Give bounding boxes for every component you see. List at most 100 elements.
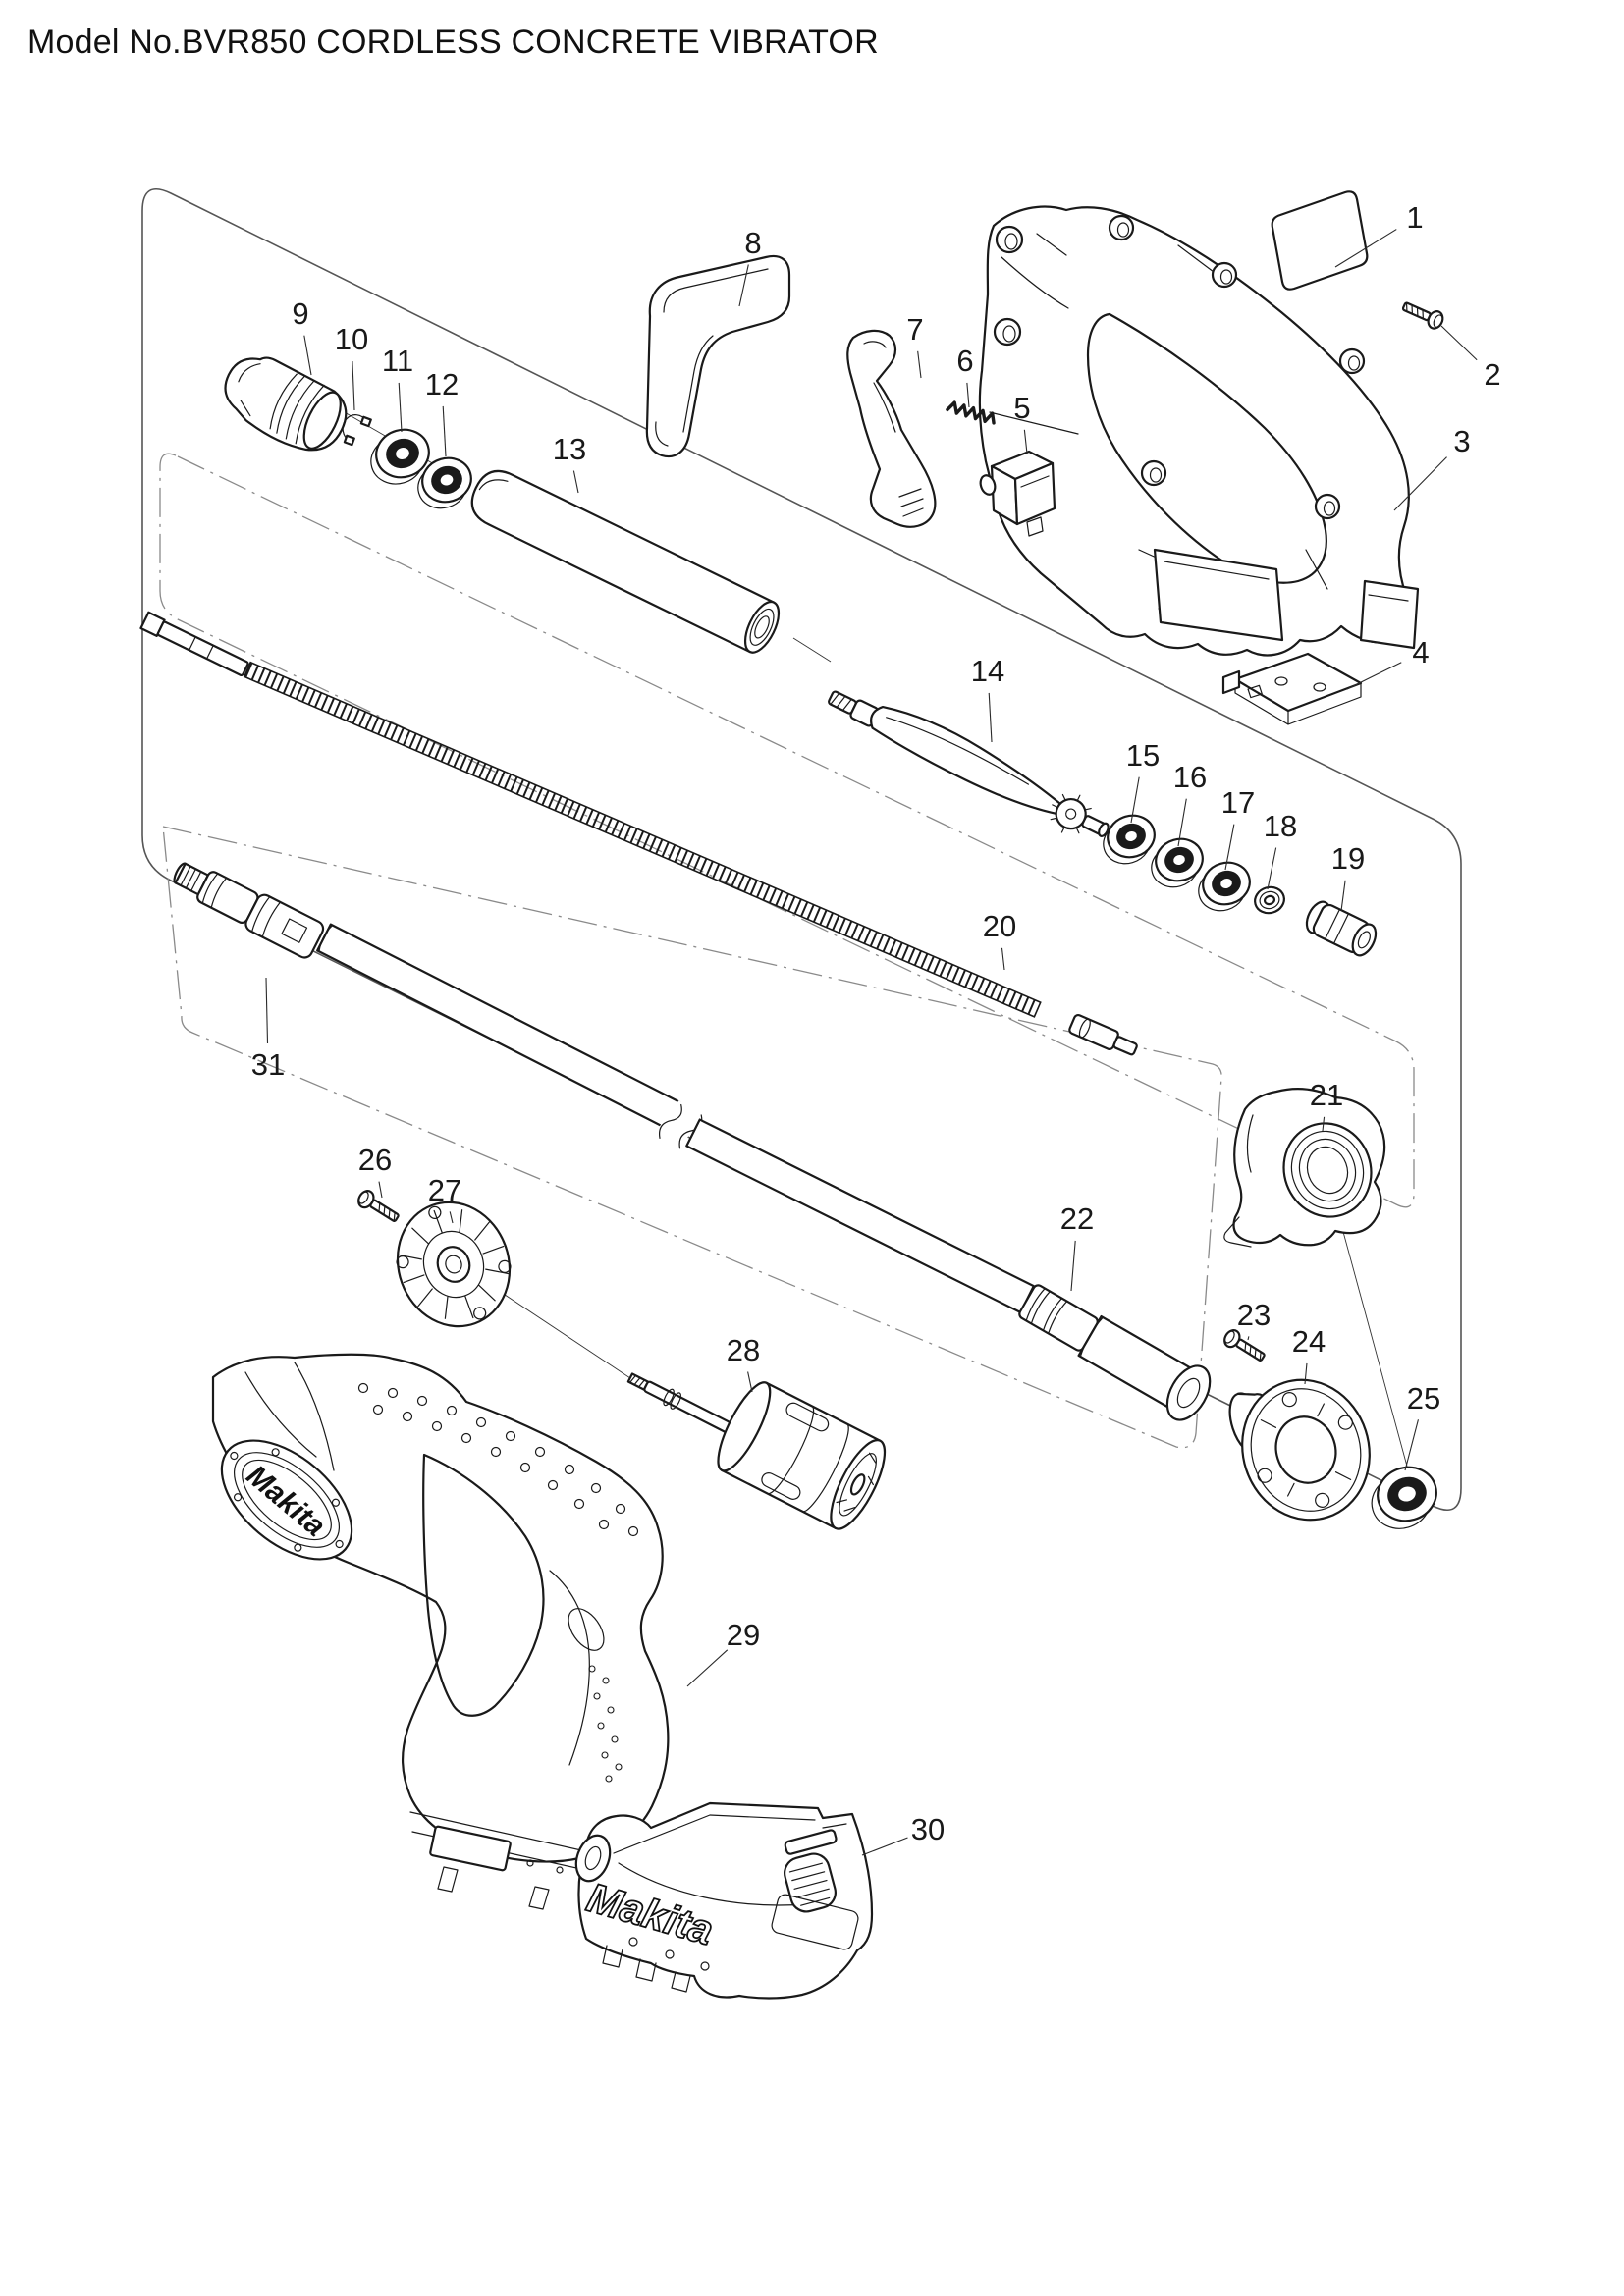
part-number-label: 13 <box>553 432 586 466</box>
part-number-labels: 1234567891011121314151617181920212223242… <box>251 200 1501 1856</box>
part-13-pipe <box>470 469 781 654</box>
part-27-fan-flange <box>396 1201 512 1328</box>
inner-shaft-subassembly-box <box>159 453 1415 1208</box>
leader-line-10 <box>352 360 355 411</box>
grip-speckles <box>588 1665 623 1783</box>
part-number-label: 25 <box>1407 1381 1440 1415</box>
handle-badge: Makita <box>220 1439 353 1561</box>
part-number-label: 16 <box>1173 760 1207 794</box>
part-20-flexible-shaft <box>139 611 1138 1056</box>
leader-line-28 <box>747 1371 753 1393</box>
leader-line-12 <box>442 405 447 457</box>
leader-line-11 <box>398 382 403 433</box>
part-number-label: 10 <box>335 322 368 356</box>
part-7-trigger-lever <box>846 329 937 528</box>
leader-line-8 <box>738 264 749 307</box>
leader-line-30 <box>861 1837 908 1856</box>
leader-line-15 <box>1130 776 1140 824</box>
part-number-label: 17 <box>1221 785 1255 820</box>
leader-line-20 <box>1001 947 1005 971</box>
leader-line-17 <box>1224 824 1235 871</box>
leader-line-7 <box>917 350 922 379</box>
part-4-controller-plate <box>1221 652 1363 725</box>
part-25-bearing <box>1371 1466 1437 1529</box>
part-17-bearing <box>1198 861 1251 912</box>
leader-line-5 <box>1023 429 1028 454</box>
part-22-pipe <box>1018 1284 1212 1421</box>
leader-line-4 <box>1346 662 1402 690</box>
leader-line-1 <box>1334 229 1397 268</box>
part-30-battery-cover: Makita <box>574 1801 874 2000</box>
part-16-bearing <box>1151 837 1204 888</box>
outer-pipe-subassembly-box <box>162 826 1222 1449</box>
leader-line-18 <box>1267 847 1277 890</box>
part-number-label: 30 <box>911 1812 945 1846</box>
part-number-label: 24 <box>1292 1324 1326 1359</box>
part-number-label: 7 <box>906 312 923 347</box>
leader-line-25 <box>1404 1419 1419 1471</box>
leader-line-23 <box>1247 1336 1250 1341</box>
part-9-vibrator-cap <box>224 356 348 452</box>
part-number-label: 15 <box>1126 738 1160 773</box>
part-number-label: 21 <box>1310 1078 1343 1112</box>
leader-line-29 <box>686 1649 729 1687</box>
leader-line-24 <box>1304 1362 1308 1385</box>
part-15-bearing <box>1103 814 1156 865</box>
part-number-label: 6 <box>956 344 973 378</box>
part-number-label: 20 <box>983 909 1016 943</box>
leader-line-2 <box>1440 325 1478 361</box>
part-number-label: 11 <box>382 344 413 378</box>
strap-perforation-dots <box>357 1382 639 1537</box>
part-21-clamp-nut <box>1223 1087 1386 1248</box>
leader-line-6 <box>966 382 970 408</box>
part-8-corner-cover <box>645 254 791 458</box>
part-1-name-plate <box>1271 190 1369 291</box>
part-6-spring <box>946 400 996 425</box>
leader-line-26 <box>378 1181 383 1199</box>
part-10-snap-ring <box>342 414 372 447</box>
part-number-label: 27 <box>428 1173 461 1207</box>
part-number-label: 23 <box>1237 1298 1271 1332</box>
part-28-motor <box>626 1372 887 1530</box>
part-number-label: 28 <box>727 1333 760 1367</box>
leader-line-14 <box>988 692 993 743</box>
screw-bosses <box>993 214 1366 520</box>
part-number-label: 3 <box>1453 424 1470 458</box>
part-24-bearing-retainer <box>1228 1378 1371 1522</box>
part-number-label: 8 <box>744 226 761 260</box>
leader-line-21 <box>1322 1116 1326 1132</box>
part-number-label: 19 <box>1331 841 1365 876</box>
leader-line-19 <box>1340 880 1346 912</box>
part-14-inner-shaft <box>828 690 1110 837</box>
part-number-label: 12 <box>425 367 459 401</box>
part-5-switch <box>979 450 1056 537</box>
part-3-housing-half <box>978 205 1420 657</box>
part-11-bearing <box>370 428 430 485</box>
leader-line-27 <box>449 1211 454 1224</box>
leader-line-3 <box>1393 456 1447 511</box>
part-2-screw <box>1401 301 1444 330</box>
leader-line-31 <box>265 977 269 1044</box>
part-number-label: 2 <box>1484 357 1500 392</box>
part-number-label: 14 <box>971 654 1004 688</box>
leader-line-16 <box>1177 798 1187 847</box>
part-29-handle-housing: Makita <box>211 1353 670 1910</box>
part-23-screw <box>1223 1329 1266 1362</box>
part-number-label: 5 <box>1013 391 1030 425</box>
part-26-screw <box>357 1190 400 1222</box>
part-number-label: 9 <box>292 296 308 331</box>
part-31-outer-pipe <box>173 862 1212 1421</box>
page-title: Model No.BVR850 CORDLESS CONCRETE VIBRAT… <box>27 24 879 61</box>
leader-line-9 <box>303 335 312 376</box>
part-18-washer <box>1254 885 1285 915</box>
leader-line-13 <box>572 470 579 494</box>
part-number-label: 1 <box>1406 200 1423 235</box>
part-number-label: 22 <box>1060 1201 1094 1236</box>
part-number-label: 4 <box>1412 635 1429 669</box>
part-19-coupling-sleeve <box>1305 900 1378 957</box>
part-number-label: 26 <box>358 1143 392 1177</box>
part-number-label: 31 <box>251 1047 285 1082</box>
leader-line-22 <box>1070 1240 1076 1292</box>
part-number-label: 29 <box>727 1618 760 1652</box>
